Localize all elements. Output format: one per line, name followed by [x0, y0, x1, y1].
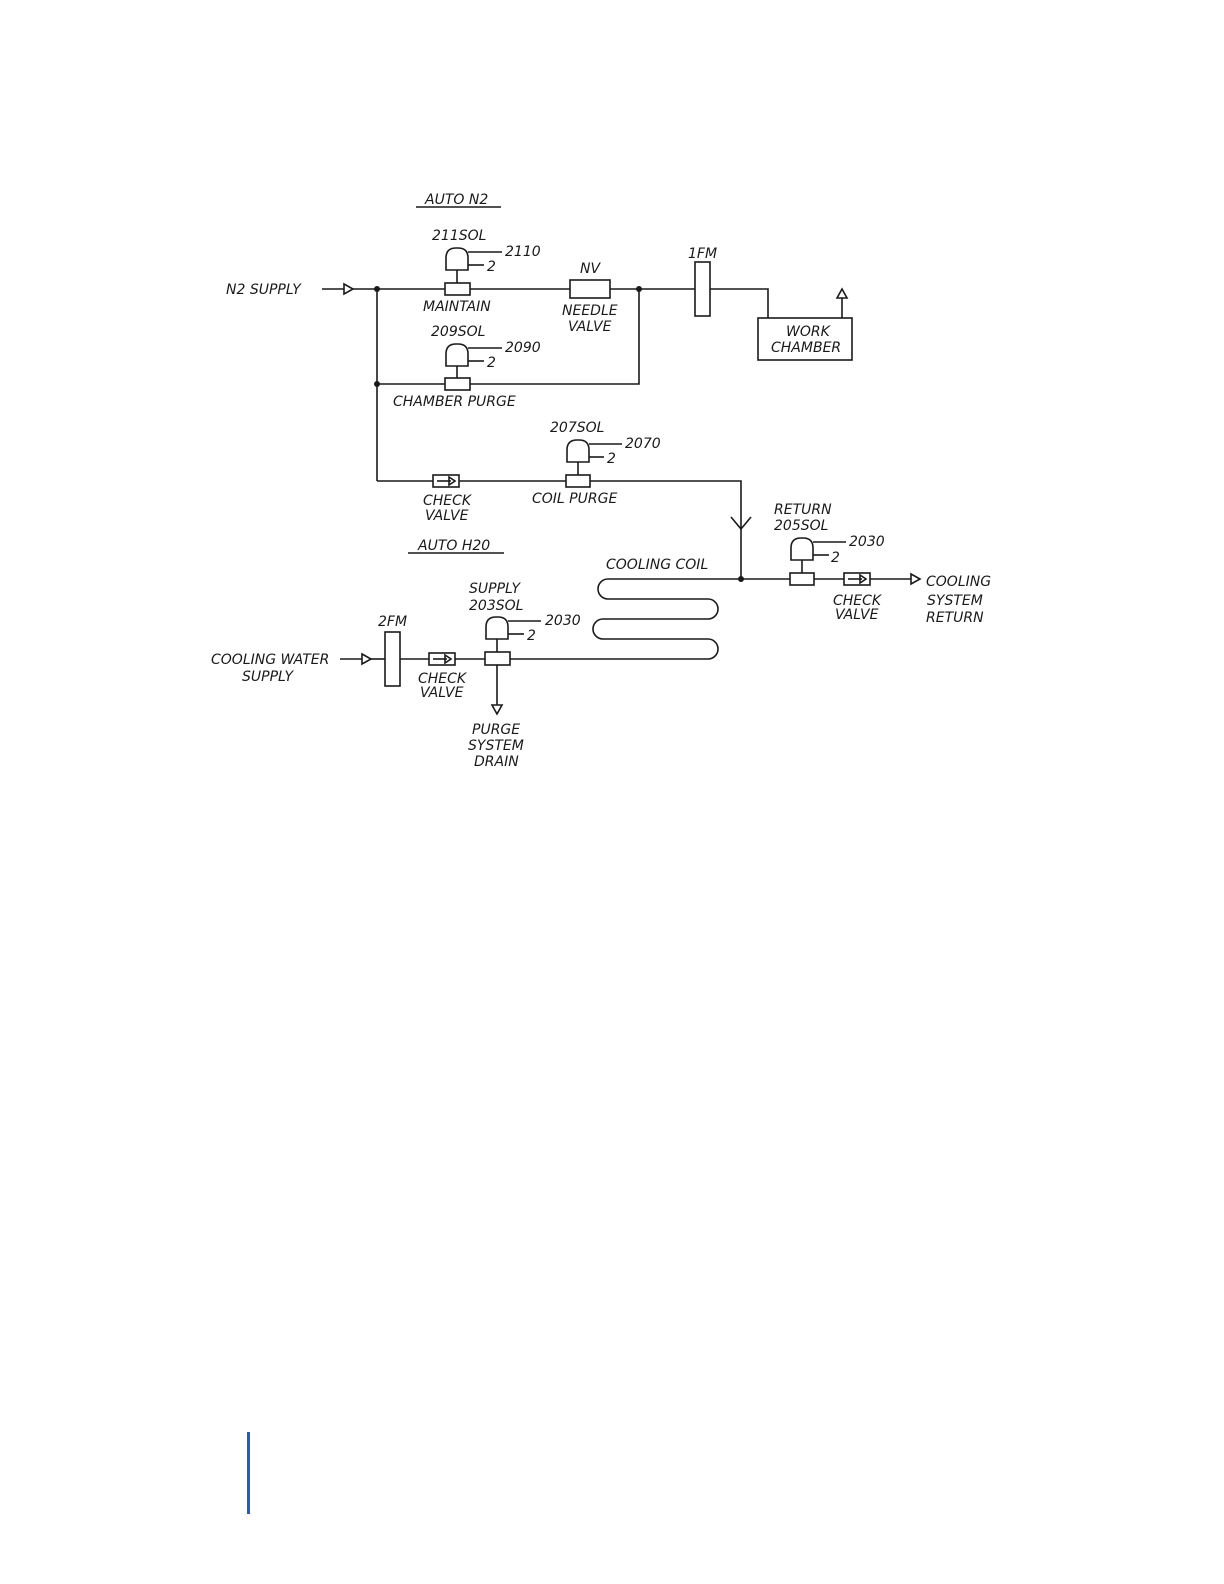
label-205sol: 205SOL — [774, 518, 828, 534]
label-valve-3: VALVE — [420, 685, 464, 701]
label-maintain: MAINTAIN — [423, 299, 491, 315]
cooling-coil — [510, 579, 718, 659]
cooling-return-arrow — [870, 574, 920, 584]
label-cooling-water: COOLING WATER — [211, 652, 329, 668]
label-cooling-water-supply: SUPPLY — [242, 669, 294, 685]
flowmeter-1fm — [695, 262, 710, 316]
label-2030-return: 2030 — [849, 534, 885, 550]
label-check-1: CHECK — [423, 493, 473, 509]
label-valve-1: VALVE — [425, 508, 469, 524]
label-2-209: 2 — [487, 355, 496, 371]
chamber-vent-arrow — [837, 289, 847, 318]
label-2090: 2090 — [505, 340, 541, 356]
section-auto-n2: AUTO N2 — [424, 192, 488, 208]
label-chamber-purge: CHAMBER PURGE — [393, 394, 516, 410]
label-2-205: 2 — [831, 550, 840, 566]
label-2-203: 2 — [527, 628, 536, 644]
label-207sol: 207SOL — [550, 420, 604, 436]
label-nv: NV — [580, 261, 601, 277]
label-n2-supply: N2 SUPPLY — [226, 282, 302, 298]
check-valve-coil-purge — [433, 475, 459, 487]
label-2110: 2110 — [505, 244, 541, 260]
label-2070: 2070 — [625, 436, 661, 452]
label-cooling-return-2: SYSTEM — [927, 593, 983, 609]
label-purge: PURGE — [472, 722, 520, 738]
label-2fm: 2FM — [378, 614, 407, 630]
label-needle: NEEDLE — [562, 303, 618, 319]
label-1fm: 1FM — [688, 246, 717, 262]
label-work: WORK — [786, 324, 832, 340]
label-purge-system: SYSTEM — [468, 738, 524, 754]
section-auto-h2o: AUTO H20 — [417, 538, 490, 554]
check-valve-return — [844, 573, 870, 585]
label-return: RETURN — [774, 502, 832, 518]
flowmeter-2fm — [385, 632, 400, 686]
check-valve-supply — [429, 653, 455, 665]
label-needle-valve: VALVE — [568, 319, 612, 335]
label-coil-purge: COIL PURGE — [532, 491, 617, 507]
label-cooling-return-1: COOLING — [926, 574, 991, 590]
cooling-water-arrow — [340, 654, 371, 664]
needle-valve-nv — [570, 280, 610, 298]
label-supply: SUPPLY — [469, 581, 521, 597]
label-2-211: 2 — [487, 259, 496, 275]
page-accent-bar — [247, 1432, 250, 1514]
label-purge-drain: DRAIN — [474, 754, 519, 770]
label-209sol: 209SOL — [431, 324, 485, 340]
label-2-207: 2 — [607, 451, 616, 467]
n2-supply-arrow — [322, 284, 353, 294]
label-2030-supply: 2030 — [545, 613, 581, 629]
label-chamber: CHAMBER — [771, 340, 841, 356]
label-203sol: 203SOL — [469, 598, 523, 614]
purge-drain-arrow — [492, 665, 502, 714]
label-211sol: 211SOL — [432, 228, 486, 244]
line-1fm-to-chamber — [710, 289, 768, 318]
label-cooling-return-3: RETURN — [926, 610, 984, 626]
label-cooling-coil: COOLING COIL — [606, 557, 708, 573]
label-valve-2: VALVE — [835, 607, 879, 623]
